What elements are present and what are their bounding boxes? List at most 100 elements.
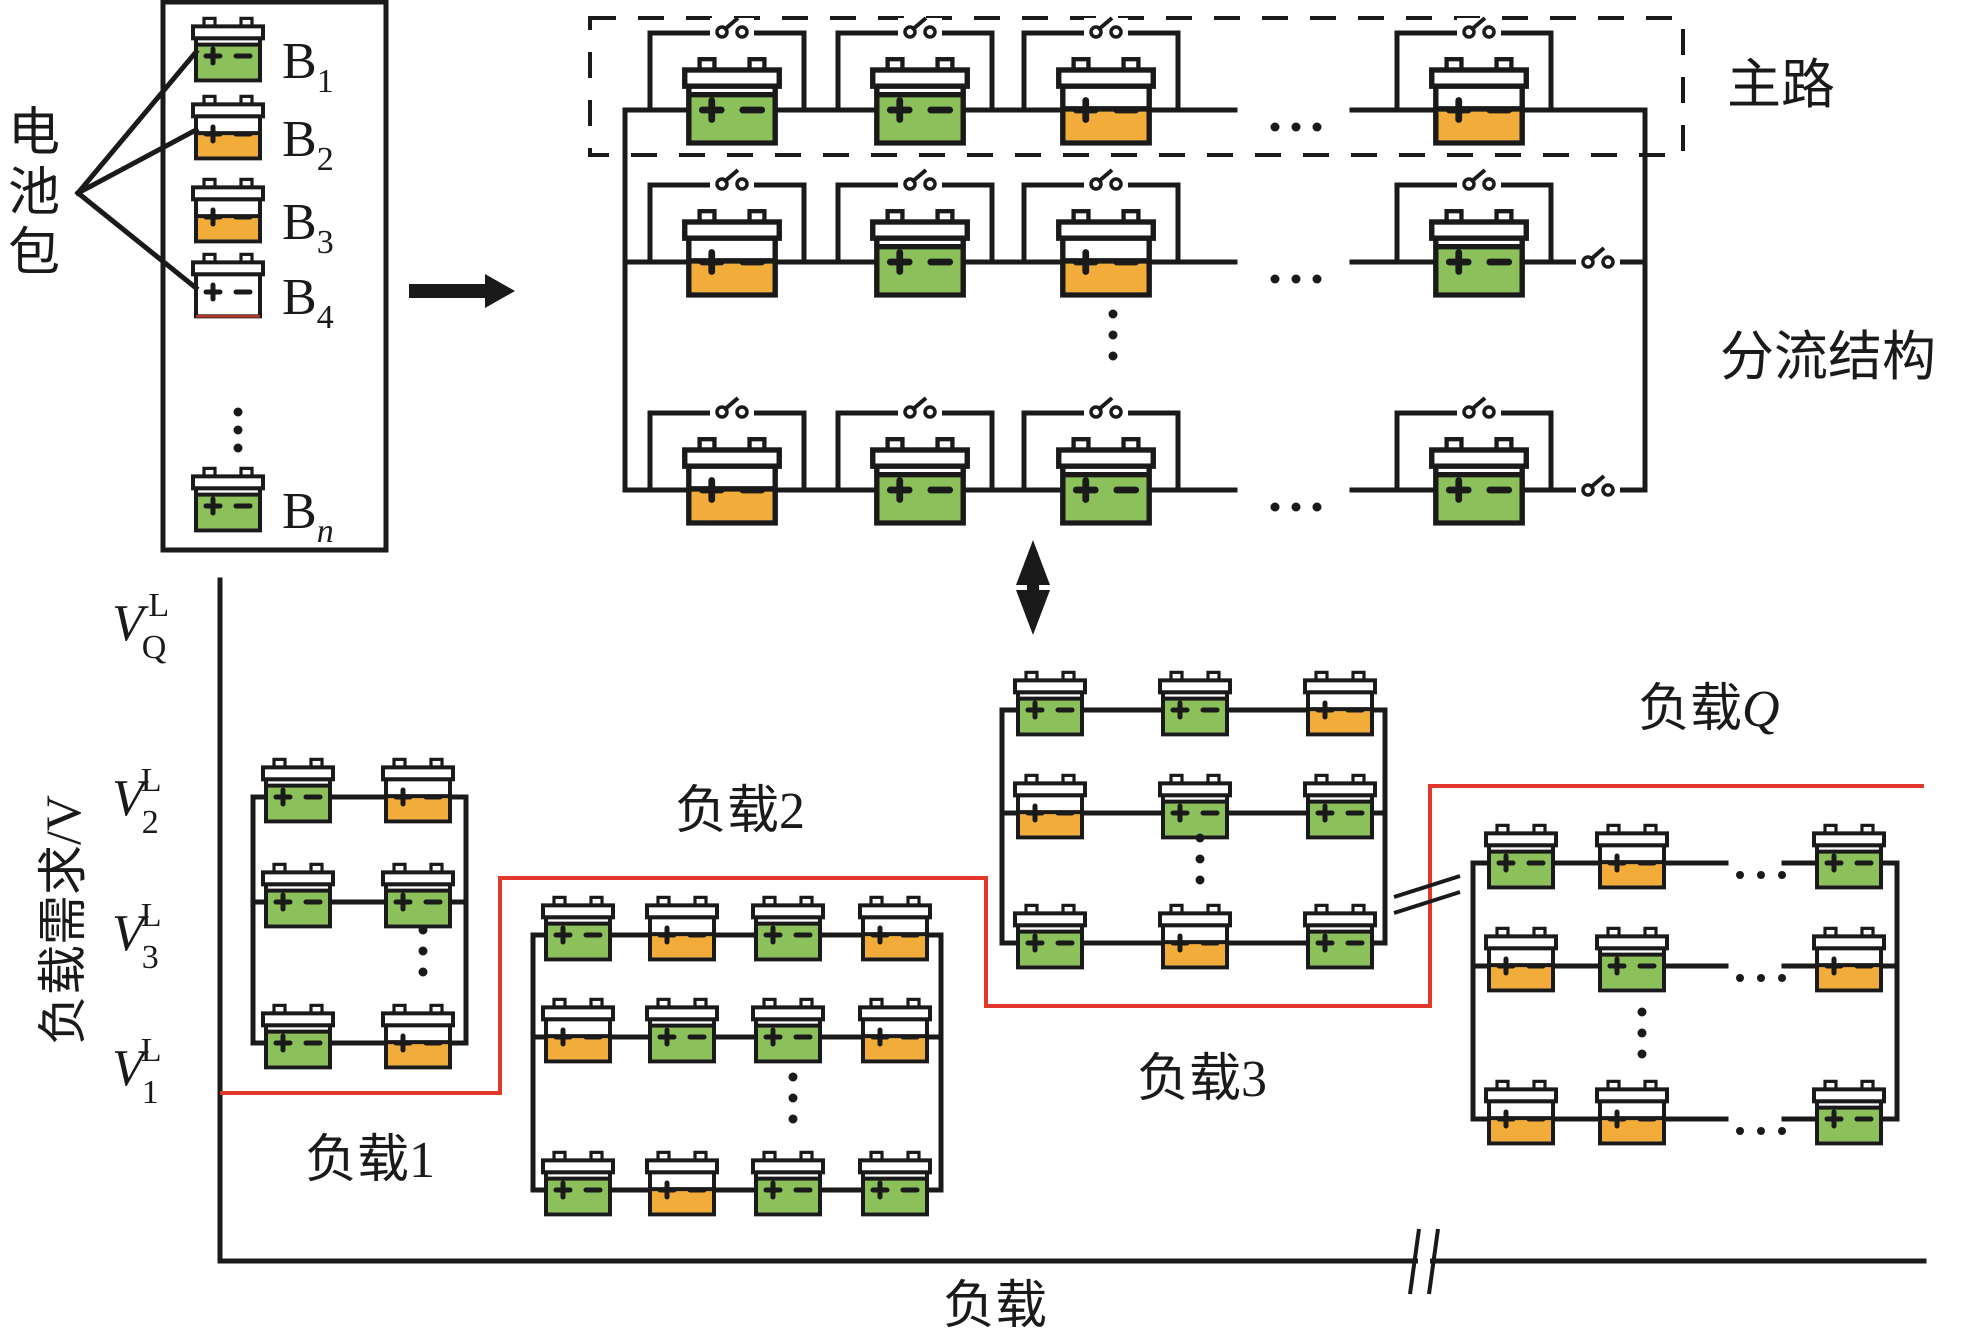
load-battery-icon (1158, 773, 1232, 840)
load-battery-icon (1158, 903, 1232, 970)
switch-icon (715, 16, 749, 39)
network-battery-icon (870, 209, 970, 298)
load-battery-icon (751, 895, 825, 962)
switch-icon (903, 396, 937, 419)
switch-icon (903, 16, 937, 39)
network-battery-icon (1056, 437, 1156, 526)
load-battery-icon (858, 997, 932, 1064)
vertical-ellipsis (418, 925, 428, 977)
network-battery-icon (682, 437, 782, 526)
load-battery-icon (751, 997, 825, 1064)
switch-icon (1089, 16, 1123, 39)
load-label: 负载2 (675, 783, 805, 840)
load-groups: 负载1 负载2 负载3 负载Q (250, 670, 1900, 1217)
load-battery-icon (1013, 670, 1087, 737)
pack-cell-label: B3 (282, 194, 334, 261)
load-battery-icon (541, 997, 615, 1064)
load-battery-icon (858, 1150, 932, 1217)
pack-battery-icon (191, 466, 265, 533)
y-tick-label: VQL (112, 587, 169, 666)
load-battery-icon (1595, 823, 1669, 890)
vertical-ellipsis (1195, 833, 1205, 885)
network-battery-icon (1056, 57, 1156, 146)
load-group: 负载1 (250, 757, 469, 1189)
load-battery-icon (1013, 903, 1087, 970)
load-label: 负载Q (1638, 681, 1780, 738)
network-battery-icon (682, 57, 782, 146)
horizontal-ellipsis (1736, 974, 1786, 982)
pack-battery-icon (191, 252, 265, 319)
switch-icon (1462, 396, 1496, 419)
network-battery-icon (1056, 209, 1156, 298)
network-battery-icon (870, 57, 970, 146)
network-battery-icon (1429, 209, 1529, 298)
load-battery-icon (1013, 773, 1087, 840)
right-arrow-icon (409, 274, 515, 308)
load-battery-icon (1303, 670, 1377, 737)
bidirectional-arrow-icon (1016, 540, 1050, 635)
shunt-structure-label: 分流结构 (1720, 327, 1936, 387)
pack-battery-icon (191, 177, 265, 244)
load-battery-icon (1484, 1079, 1558, 1146)
network-battery-icon (682, 209, 782, 298)
y-tick-label: V1L (112, 1032, 162, 1111)
battery-pack-frame (160, 0, 389, 553)
pack-battery-icon (191, 94, 265, 161)
load-battery-icon (645, 1150, 719, 1217)
load-battery-icon (381, 862, 455, 929)
switch-icon (1581, 246, 1615, 269)
vertical-ellipsis (788, 1072, 798, 1124)
horizontal-ellipsis (1736, 1127, 1786, 1135)
pack-cell-label: Bn (282, 483, 334, 550)
load-battery-icon (541, 895, 615, 962)
reconfigurable-network: 主路 分流结构 (588, 16, 1936, 526)
network-battery-icon (1429, 57, 1529, 146)
switch-icon (903, 168, 937, 191)
main-path-dashed-box (588, 16, 1685, 157)
pack-vertical-ellipsis (233, 407, 243, 453)
switch-icon (1581, 474, 1615, 497)
pack-battery-icon (191, 16, 265, 83)
load-battery-icon (1812, 823, 1886, 890)
load-battery-icon (645, 997, 719, 1064)
load-battery-icon (1303, 903, 1377, 970)
load-battery-icon (645, 895, 719, 962)
load-battery-icon (261, 757, 335, 824)
load-battery-icon (541, 1150, 615, 1217)
pack-cell-label: B1 (282, 33, 334, 100)
switch-icon (1089, 168, 1123, 191)
red-line-break-icon (1393, 874, 1461, 915)
vertical-ellipsis (1108, 309, 1118, 361)
load-battery-icon (1303, 773, 1377, 840)
pack-leader-lines (74, 48, 200, 292)
load-group: 负载2 (530, 783, 944, 1217)
load-label: 负载3 (1137, 1051, 1267, 1108)
main-path-label: 主路 (1727, 55, 1835, 115)
battery-pack-label: 电池包 (8, 105, 60, 282)
load-battery-icon (381, 757, 455, 824)
vertical-ellipsis (1637, 1007, 1647, 1059)
y-tick-label: V2L (112, 762, 162, 841)
demand-step-line (220, 784, 1924, 1095)
y-axis-label: 负载需求/V (35, 795, 91, 1045)
switch-icon (715, 396, 749, 419)
load-battery-icon (1484, 823, 1558, 890)
load-battery-icon (261, 862, 335, 929)
horizontal-ellipsis (1736, 871, 1786, 879)
network-battery-icon (1429, 437, 1529, 526)
load-battery-icon (1812, 1079, 1886, 1146)
load-battery-icon (1812, 926, 1886, 993)
load-group: 负载3 (999, 670, 1388, 1108)
pack-cell-label: B2 (282, 111, 334, 178)
load-battery-icon (751, 1150, 825, 1217)
network-battery-icon (870, 437, 970, 526)
switch-icon (1462, 168, 1496, 191)
load-battery-icon (381, 1003, 455, 1070)
load-group: 负载Q (1470, 681, 1900, 1146)
load-battery-icon (858, 895, 932, 962)
load-battery-icon (1484, 926, 1558, 993)
